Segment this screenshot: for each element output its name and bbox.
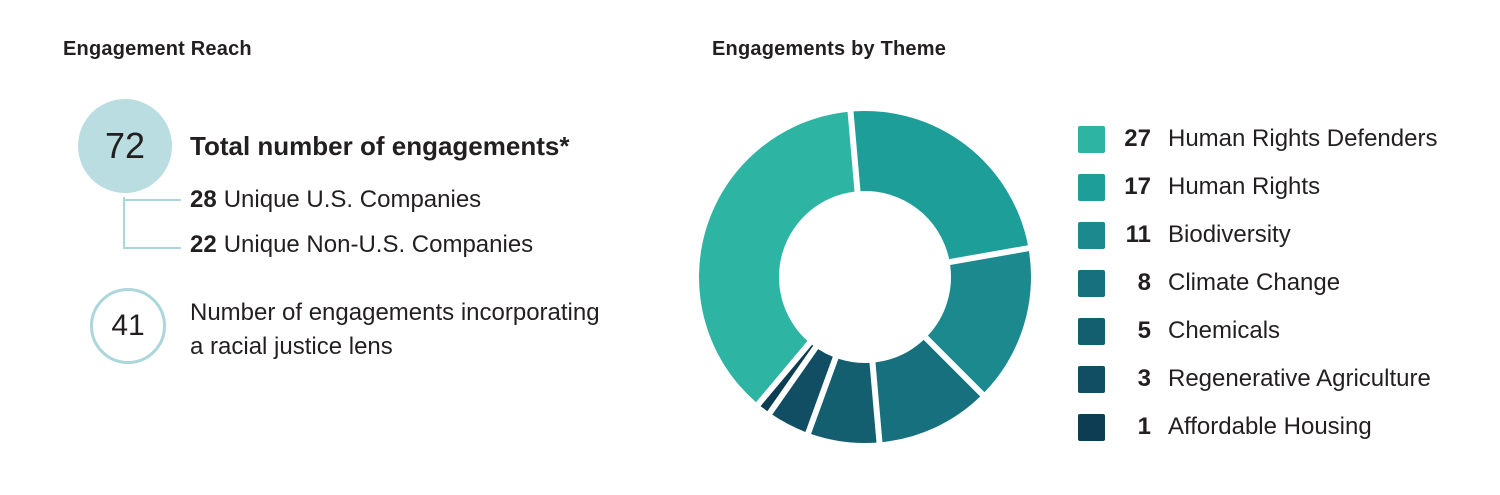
connector-line <box>123 197 125 249</box>
legend-item: 11 Biodiversity <box>1078 211 1437 259</box>
legend-label: Human Rights <box>1168 173 1321 200</box>
racial-justice-label-line1: Number of engagements incorporating <box>190 299 600 326</box>
legend-swatch <box>1078 269 1105 297</box>
legend-value: 17 <box>1124 173 1151 200</box>
legend-label: Chemicals <box>1168 317 1281 344</box>
engagements-by-theme-heading: Engagements by Theme <box>712 38 947 60</box>
racial-justice-label-line2: a racial justice lens <box>190 333 393 360</box>
donut-segment-biodiversity <box>927 251 1031 393</box>
donut-segment-human-rights <box>853 111 1028 260</box>
donut-chart <box>699 111 1031 443</box>
sub-item-label: Unique Non-U.S. Companies <box>223 231 534 258</box>
donut-segment-human-rights-defenders <box>699 111 855 403</box>
legend-value: 5 <box>1137 317 1151 344</box>
legend-item: 27 Human Rights Defenders <box>1078 115 1437 163</box>
legend-value: 8 <box>1137 269 1151 296</box>
legend-swatch <box>1078 173 1105 201</box>
connector-line <box>123 199 181 201</box>
legend-label: Climate Change <box>1168 269 1341 296</box>
total-engagements-value: 72 <box>104 125 146 166</box>
legend-item: 1 Affordable Housing <box>1078 403 1437 451</box>
legend-label: Affordable Housing <box>1168 413 1372 440</box>
sub-item-value: 28 <box>190 186 217 213</box>
total-engagements-circle: 72 <box>78 99 172 193</box>
legend-swatch <box>1078 413 1105 441</box>
legend-item: 5 Chemicals <box>1078 307 1437 355</box>
donut-segment-climate-change <box>875 339 981 443</box>
racial-justice-value: 41 <box>111 309 145 342</box>
legend-item: 8 Climate Change <box>1078 259 1437 307</box>
sub-item-value: 22 <box>190 231 217 258</box>
racial-justice-circle: 41 <box>90 288 166 364</box>
legend-swatch <box>1078 317 1105 345</box>
legend-label: Regenerative Agriculture <box>1168 365 1431 392</box>
legend-value: 1 <box>1137 413 1151 440</box>
donut-segment-regenerative-agriculture <box>772 349 833 432</box>
sub-item-label: Unique U.S. Companies <box>223 186 482 213</box>
donut-segment-chemicals <box>811 358 877 443</box>
legend-value: 27 <box>1124 125 1151 152</box>
donut-segment-affordable-housing <box>760 344 814 412</box>
legend-label: Biodiversity <box>1168 221 1291 248</box>
legend-value: 3 <box>1137 365 1151 392</box>
racial-justice-label: Number of engagements incorporating a ra… <box>190 296 600 364</box>
donut-chart-container <box>695 107 1035 447</box>
legend-item: 17 Human Rights <box>1078 163 1437 211</box>
total-engagements-label: Total number of engagements* <box>190 131 570 161</box>
legend-value: 11 <box>1125 221 1151 248</box>
legend-swatch <box>1078 125 1105 153</box>
connector-line <box>123 247 181 249</box>
engagement-reach-heading: Engagement Reach <box>63 38 252 60</box>
legend-label: Human Rights Defenders <box>1168 125 1438 152</box>
legend-item: 3 Regenerative Agriculture <box>1078 355 1437 403</box>
legend-swatch <box>1078 365 1105 393</box>
legend-swatch <box>1078 221 1105 249</box>
